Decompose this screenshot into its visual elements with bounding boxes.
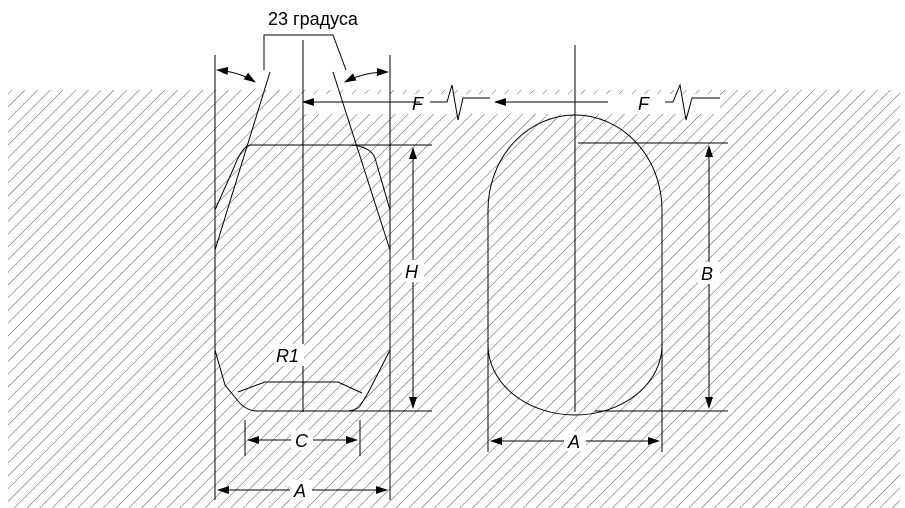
radius-label: R1	[276, 346, 299, 366]
b-label-bg	[698, 262, 720, 284]
r1-label-bg	[274, 344, 304, 366]
h-label-bg	[402, 260, 424, 282]
left-angle-arc	[216, 66, 256, 83]
height-label: H	[405, 262, 419, 282]
a-label-right-bg	[564, 431, 586, 451]
force-line-gap	[300, 94, 720, 114]
c-label-bg	[291, 430, 313, 450]
angle-label-bracket	[263, 34, 347, 71]
force-label-right: F	[638, 94, 650, 114]
a-label-left-bg	[290, 480, 312, 500]
break-symbol-right	[665, 83, 720, 121]
oval-profile-outline	[487, 114, 663, 416]
inner-width-label: C	[295, 431, 309, 451]
left-taper-line	[214, 71, 271, 251]
right-angle-arc	[344, 68, 389, 83]
break-symbol-left	[430, 84, 490, 121]
oval-width-label: A	[567, 432, 580, 452]
hatched-material	[8, 90, 900, 508]
oval-height-label: B	[701, 264, 713, 284]
width-label: A	[293, 481, 306, 501]
r1-inner-line	[237, 381, 363, 394]
angle-label: 23 градуса	[268, 9, 359, 29]
force-label-left: F	[412, 94, 424, 114]
